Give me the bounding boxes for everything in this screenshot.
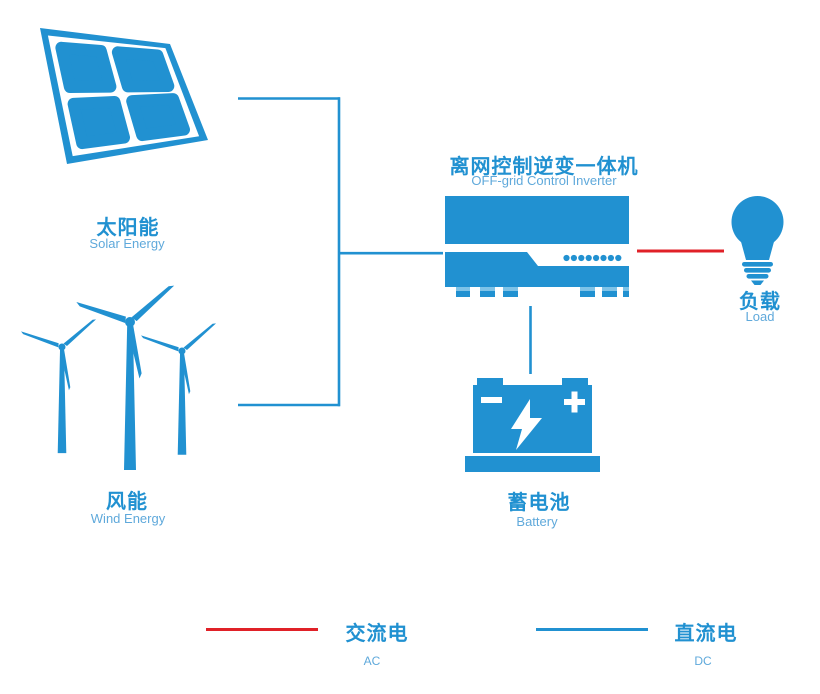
battery-minus-sign	[481, 397, 502, 403]
inverter-sublabel: OFF-grid Control Inverter	[471, 173, 617, 188]
battery-sublabel: Battery	[516, 514, 558, 529]
legend-dc-line-swatch	[536, 628, 648, 631]
inverter-icon	[445, 196, 629, 297]
battery-plus-sign	[571, 391, 578, 413]
battery-bolt-icon	[511, 399, 542, 450]
bulb-icon	[731, 196, 784, 285]
dc-lines	[238, 97, 532, 407]
load-label: 负载	[739, 291, 781, 313]
legend-ac-line-swatch	[206, 628, 318, 631]
legend-dc-label: 直流电	[674, 623, 738, 645]
inverter-label: 离网控制逆变一体机	[449, 156, 639, 178]
inverter-feet	[456, 287, 629, 297]
legend-dc-sublabel: DC	[694, 654, 712, 668]
solar-sublabel: Solar Energy	[89, 236, 165, 251]
load-sublabel: Load	[745, 309, 775, 324]
wind-sublabel: Wind Energy	[90, 511, 166, 526]
legend-ac-label: 交流电	[345, 623, 409, 645]
solar-panel-icon	[40, 28, 208, 164]
wind-turbines-icon	[21, 285, 217, 470]
battery-label: 蓄电池	[507, 492, 571, 514]
solar-label: 太阳能	[96, 217, 160, 239]
wind-label: 风能	[106, 491, 148, 513]
legend-ac-sublabel: AC	[363, 654, 381, 668]
inverter-led-dots	[563, 254, 622, 262]
battery-icon	[465, 378, 600, 472]
